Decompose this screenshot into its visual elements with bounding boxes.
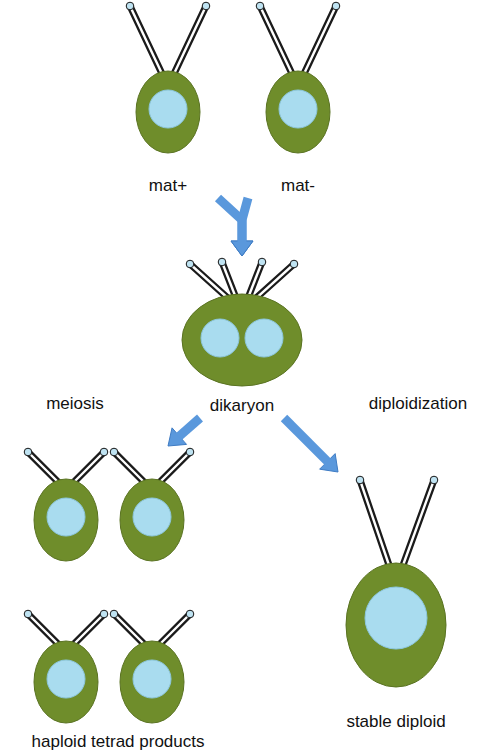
flagellum [260, 6, 294, 78]
cell [24, 610, 108, 723]
nucleus [279, 90, 317, 128]
flagellum-tip [256, 2, 264, 10]
cell-body [346, 563, 446, 687]
flagellum [222, 262, 236, 298]
arrow-head [231, 241, 253, 256]
process-arrow [218, 198, 253, 256]
flagellum-core [302, 6, 336, 78]
flagellum-tip [290, 260, 298, 268]
process-label: diploidization [367, 394, 469, 414]
flagellum-tip [186, 260, 194, 268]
cell-label: mat+ [147, 176, 189, 196]
cell [346, 476, 446, 687]
cell-body [182, 294, 302, 386]
cell-body [34, 479, 98, 561]
flagellum-tip [430, 476, 438, 484]
flagellum-core [222, 262, 236, 298]
flagellum-core [130, 6, 164, 78]
flagellum-tip [24, 448, 32, 456]
flagellum-tip [186, 610, 194, 618]
nucleus [149, 90, 187, 128]
nucleus [245, 319, 283, 357]
nucleus [365, 587, 427, 649]
flagellum-tip [258, 258, 266, 266]
process-arrow [168, 418, 200, 446]
nucleus [133, 498, 171, 536]
cell-body [120, 641, 184, 723]
flagellum [360, 480, 390, 568]
cell-label: haploid tetrad products [30, 732, 207, 752]
flagellum-tip [24, 610, 32, 618]
cell-body [34, 641, 98, 723]
cell-node: stable diploid [330, 474, 462, 732]
cell-label: dikaryon [208, 396, 276, 416]
cell-body [266, 71, 330, 153]
cell-body [136, 71, 200, 153]
flagellum-core [260, 6, 294, 78]
cell-body [120, 479, 184, 561]
nucleus [201, 319, 239, 357]
process-arrow [284, 418, 338, 472]
cell-node: mat+ [118, 0, 218, 196]
nucleus [47, 498, 85, 536]
flagellum [130, 6, 164, 78]
flagellum-tip [218, 258, 226, 266]
flagellum-tip [332, 2, 340, 10]
cell-label: stable diploid [344, 712, 447, 732]
nucleus [47, 660, 85, 698]
cell-label: mat- [279, 176, 317, 196]
flagellum [172, 6, 206, 78]
flagellum [402, 480, 434, 568]
arrow-shaft [179, 418, 200, 437]
flagellum [254, 264, 294, 300]
cell [182, 258, 302, 386]
flagellum-core [360, 480, 390, 568]
process-label: meiosis [44, 394, 106, 414]
nucleus [133, 660, 171, 698]
flagellum-core [172, 6, 206, 78]
flagellum-tip [100, 610, 108, 618]
arrow-shaft [242, 198, 248, 242]
flagellum-core [402, 480, 434, 568]
cell [126, 2, 210, 153]
cell [256, 2, 340, 153]
cell-node: mat- [248, 0, 348, 196]
arrow-head [231, 241, 253, 256]
flagellum-core [254, 264, 294, 300]
process-arrow [231, 198, 253, 256]
flagellum-tip [202, 2, 210, 10]
flagellum-tip [356, 476, 364, 484]
flagellum-tip [100, 448, 108, 456]
cell [110, 610, 194, 723]
arrow-shaft [284, 418, 328, 462]
flagellum-tip [110, 448, 118, 456]
flagellum-tip [126, 2, 134, 10]
cell [24, 448, 108, 561]
flagellum-tip [186, 448, 194, 456]
cell-node: dikaryon [172, 258, 312, 416]
flagellum [302, 6, 336, 78]
flagellum-tip [110, 610, 118, 618]
cell [110, 448, 194, 561]
cell-node: haploid tetrad products [8, 448, 228, 752]
